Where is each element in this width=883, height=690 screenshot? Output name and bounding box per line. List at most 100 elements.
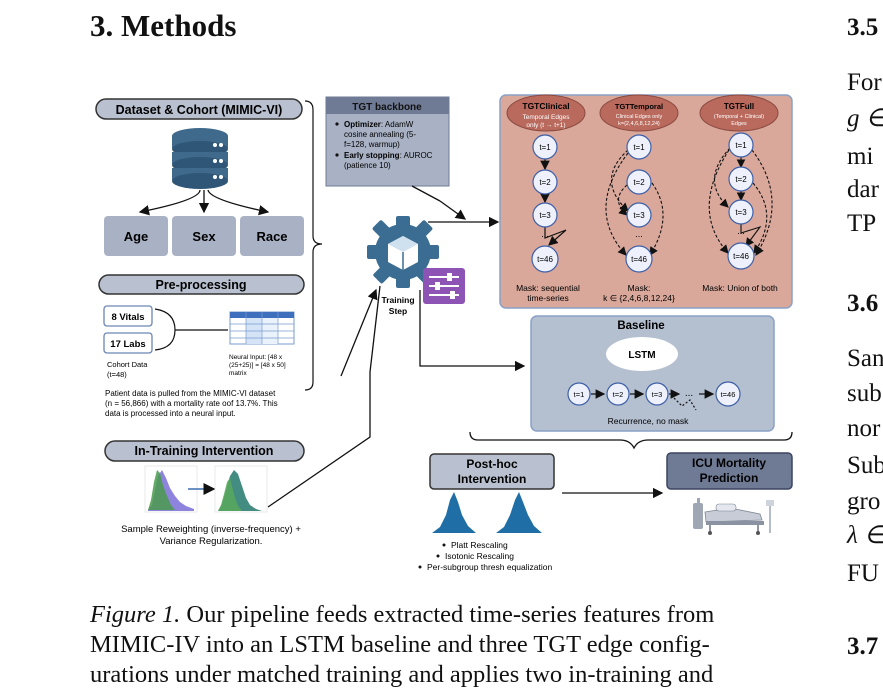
node: t=2 — [606, 382, 630, 406]
figure-caption-line: Figure 1. Our pipeline feeds extracted t… — [90, 601, 715, 628]
vitals-label: 8 Vitals — [111, 312, 144, 323]
svg-text:t=2: t=2 — [613, 390, 624, 399]
cohort-box-age — [104, 216, 168, 256]
tgt-backbone-title: TGT backbone — [352, 102, 422, 113]
patient-note: (n = 56,866) with a mortality rate oof 1… — [105, 399, 278, 408]
right-text-line: nor — [847, 415, 881, 442]
node: t=1 — [728, 132, 754, 158]
cohort-data-label: (t=48) — [107, 370, 127, 379]
right-text-line: For — [847, 69, 882, 96]
labs-label: 17 Labs — [110, 339, 145, 350]
patient-note: Patient data is pulled from the MIMIC-VI… — [105, 389, 276, 398]
node: t=3 — [728, 199, 754, 225]
node-ellipsis: ... — [541, 229, 549, 239]
figure-caption-line: MIMIC-IV into an LSTM baseline and three… — [90, 631, 710, 658]
in-training-title: In-Training Intervention — [135, 444, 274, 458]
right-text-line: Sub — [847, 452, 883, 479]
right-text-line: FU — [847, 560, 879, 587]
svg-text:t=1: t=1 — [539, 143, 551, 152]
svg-text:t=46: t=46 — [631, 255, 647, 264]
svg-text:t=3: t=3 — [633, 211, 645, 220]
cohort-box-sex — [172, 216, 236, 256]
variant-name: TGTClinical — [522, 101, 569, 111]
lstm-bubble — [606, 337, 678, 371]
dataset-title: Dataset & Cohort (MIMIC-VI) — [116, 103, 283, 117]
node: t=3 — [645, 382, 669, 406]
variant-subtitle: k={2,4,6,8,12,24} — [618, 121, 660, 127]
svg-text:t=3: t=3 — [735, 208, 747, 217]
labs-box — [103, 332, 153, 354]
svg-text:t=1: t=1 — [633, 143, 645, 152]
calibration-histogram-icon — [432, 492, 542, 533]
pipeline-figure: Dataset & Cohort (MIMIC-VI) Age Sex Race… — [95, 94, 793, 572]
tgt-backbone-header — [326, 97, 449, 114]
posthoc-item: Isotonic Rescaling — [445, 551, 514, 561]
right-text-line: g ∈ — [847, 105, 883, 132]
posthoc-box — [429, 453, 555, 490]
node-ellipsis: ... — [737, 226, 745, 236]
matrix-grid-icon — [229, 311, 295, 345]
node: t=46 — [727, 242, 755, 270]
svg-text:t=1: t=1 — [574, 390, 585, 399]
node: t=2 — [626, 169, 652, 195]
variant-title-bubble — [599, 94, 679, 132]
tgt-optimizer-text: Optimizer: AdamW — [344, 120, 414, 129]
tgt-early-stop-text: Early stopping: AUROC — [344, 151, 433, 160]
cohort-label: Age — [124, 229, 149, 244]
node: t=3 — [626, 202, 652, 228]
figure-caption-label: Figure 1. — [90, 601, 181, 628]
variant-subtitle: Edges — [731, 121, 747, 127]
variant-name: TGTFull — [724, 102, 754, 111]
variant-subtitle: only (t → t+1) — [526, 122, 565, 129]
right-text-line: dar — [847, 176, 879, 203]
neural-input-label: Neural Input: [48 x — [229, 354, 283, 361]
svg-text:t=3: t=3 — [652, 390, 663, 399]
gear-icon — [367, 216, 439, 288]
node: t=46 — [531, 245, 559, 273]
node: t=46 — [715, 381, 741, 407]
icu-prediction-title: ICU Mortality — [692, 456, 766, 470]
posthoc-title: Intervention — [458, 472, 527, 486]
posthoc-title: Post-hoc — [466, 457, 518, 471]
patient-note: data is processed into a neural input. — [105, 409, 236, 418]
variant-mask-label: Mask: sequential — [516, 283, 580, 293]
right-text-line: San — [847, 345, 883, 372]
node: t=2 — [532, 169, 558, 195]
icu-prediction-title: Prediction — [700, 471, 759, 485]
reweighting-caption: Sample Reweighting (inverse-frequency) + — [121, 524, 301, 535]
neural-input-label: matrix — [229, 370, 247, 377]
node: t=3 — [532, 202, 558, 228]
variant-mask-label: Mask: Union of both — [702, 283, 778, 293]
lstm-label: LSTM — [628, 350, 655, 361]
posthoc-item: Platt Rescaling — [451, 540, 508, 550]
node: t=1 — [532, 134, 558, 160]
node: t=2 — [728, 166, 754, 192]
baseline-sequence — [591, 389, 715, 411]
right-text-line: mi — [847, 143, 874, 170]
tgt-optimizer-text: f=128, warmup) — [344, 140, 400, 149]
right-text-line: TP — [847, 210, 877, 237]
cohort-box-race — [240, 216, 304, 256]
variant-mask-label: k ∈ {2,4,6,8,12,24} — [603, 293, 675, 303]
variant-mask-label: Mask: — [628, 283, 651, 293]
node: t=46 — [625, 245, 653, 273]
node: t=1 — [567, 382, 591, 406]
svg-text:t=2: t=2 — [735, 175, 747, 184]
svg-text:t=46: t=46 — [537, 255, 553, 264]
preprocessing-title: Pre-processing — [155, 278, 246, 292]
right-text-line: λ ∈ — [847, 522, 883, 549]
variant-temporal-graph — [605, 149, 664, 256]
baseline-title: Baseline — [617, 320, 664, 332]
variant-title-bubble — [506, 94, 586, 132]
in-training-pill — [104, 440, 305, 462]
database-icon — [172, 128, 228, 189]
variant-mask-label: time-series — [527, 293, 569, 303]
svg-text:t=2: t=2 — [539, 178, 551, 187]
svg-text:t=46: t=46 — [733, 252, 749, 261]
right-text-line: gro — [847, 488, 881, 515]
baseline-panel — [530, 315, 775, 432]
subsection-heading-3-7: 3.7 — [847, 633, 879, 660]
svg-text:t=46: t=46 — [721, 390, 736, 399]
right-text-line: sub — [847, 380, 882, 407]
svg-text:t=3: t=3 — [539, 211, 551, 220]
